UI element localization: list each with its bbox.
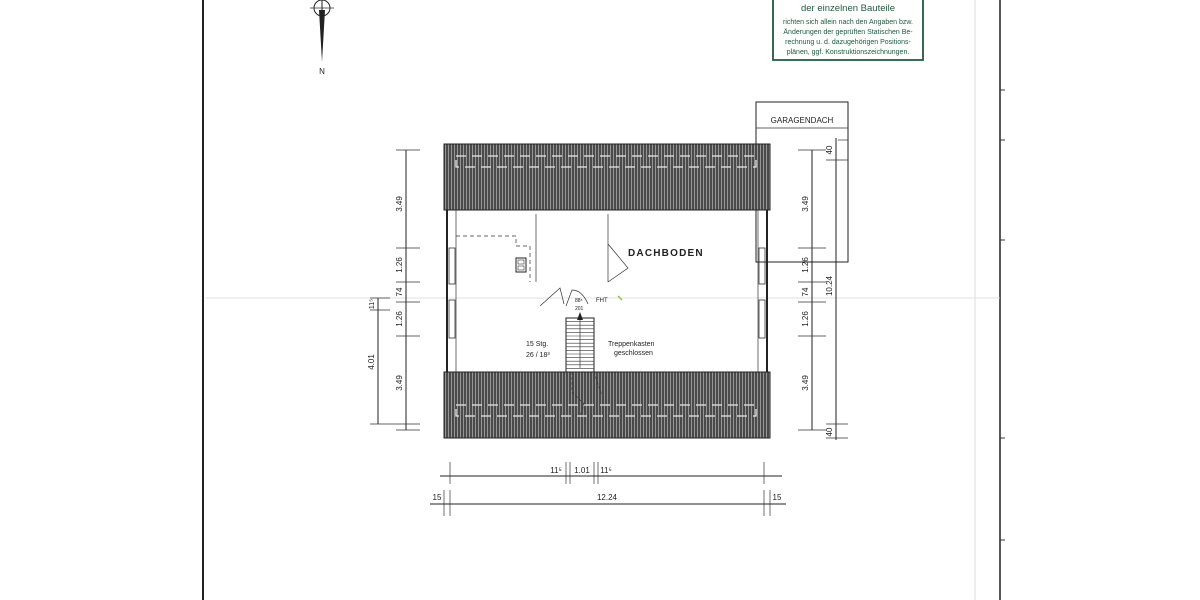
stairwell-label: Treppenkasten: [608, 341, 655, 348]
attic-walls: [446, 210, 768, 372]
stamp-line: Änderungen der geprüften Statischen Be-: [783, 28, 913, 36]
green-mark: [617, 295, 623, 301]
bottom-dimension-chain: [430, 462, 786, 516]
attic-label: DACHBODEN: [628, 248, 704, 259]
dimension-label: 3.49: [395, 375, 404, 391]
stairwell-note: geschlossen: [614, 350, 653, 357]
stamp-heading: der einzelnen Bauteile: [801, 3, 895, 14]
dimension-label: 3.49: [395, 196, 404, 212]
approval-stamp: der einzelnen Bauteile richten sich alle…: [772, 0, 924, 61]
garage-roof-label: GARAGENDACH: [771, 116, 834, 125]
stair-arrow-icon: [577, 312, 583, 320]
dimension-label: 10.24: [825, 275, 834, 296]
dimension-label: 3.49: [801, 375, 810, 391]
dimension-label: 12.24: [597, 493, 618, 502]
dimension-label: 74: [801, 287, 810, 296]
north-arrow-icon: [310, 0, 334, 62]
attic-door-swing: [607, 243, 629, 283]
door-dimension-label: 88⁵: [575, 298, 583, 304]
left-dimension-chain: [370, 149, 420, 431]
stair-dimension-label: 26 / 18³: [526, 352, 550, 359]
dimension-label: 1.26: [801, 311, 810, 327]
dimension-label: 3.49: [801, 196, 810, 212]
dimension-label: 40: [825, 145, 834, 154]
door-swing: [539, 287, 565, 307]
stamp-line: rechnung u. d. dazugehörigen Positions-: [785, 39, 911, 46]
dimension-label: 40: [825, 427, 834, 436]
roof-surface-top: [443, 143, 771, 211]
fht-label: FHT: [596, 298, 608, 304]
dimension-label: 11⁵: [600, 466, 612, 475]
staircase: [565, 312, 603, 417]
dimension-label: 74: [395, 287, 404, 296]
stamp-line: richten sich allein nach den Angaben bzw…: [783, 19, 913, 26]
dimension-label: 1.26: [801, 257, 810, 273]
dimension-label: 1.26: [395, 257, 404, 273]
dimension-label: 11⁵: [550, 466, 562, 475]
dimension-label: 11⁵: [369, 299, 376, 309]
door-swing: [565, 289, 589, 307]
roof-window: [448, 247, 456, 285]
dimension-label: 1.01: [574, 466, 590, 475]
dimension-label: 15: [433, 493, 442, 502]
roof-window: [758, 299, 766, 339]
door-dimension-label: 201: [575, 306, 584, 312]
dimension-label: 1.26: [395, 311, 404, 327]
roof-window: [758, 247, 766, 285]
dimension-label: 15: [773, 493, 782, 502]
roof-window: [448, 299, 456, 339]
stair-count-label: 15 Stg.: [526, 341, 548, 348]
north-label: N: [319, 67, 325, 76]
dimension-label: 4.01: [367, 354, 376, 370]
chimney: [515, 257, 527, 273]
right-dimension-chain: [798, 138, 848, 440]
stamp-line: plänen, ggf. Konstruktionszeichnungen.: [787, 49, 910, 56]
